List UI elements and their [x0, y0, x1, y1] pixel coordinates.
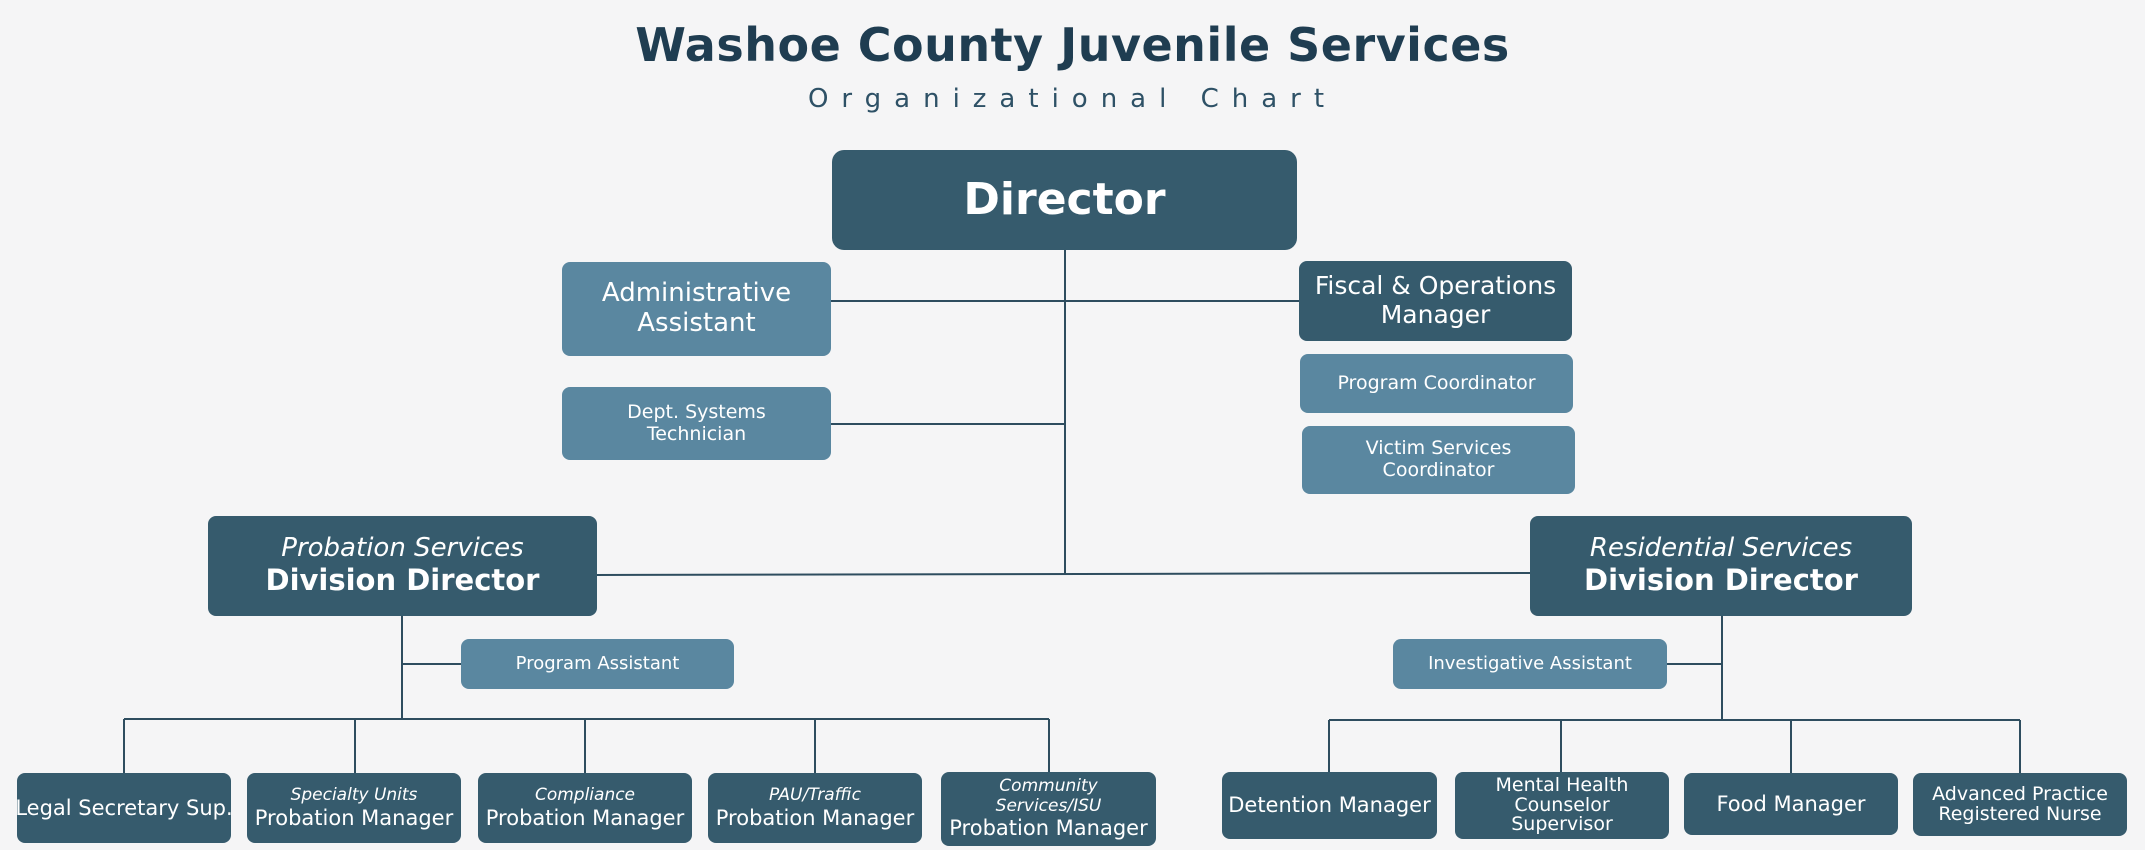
program-assistant-box: Program Assistant: [461, 639, 734, 689]
program-coordinator-label: Program Coordinator: [1337, 371, 1536, 394]
investigative-assistant-label: Investigative Assistant: [1428, 652, 1632, 674]
director-box: Director: [832, 150, 1297, 250]
pau-traffic-probation-manager-box: PAU/Traffic Probation Manager: [708, 773, 922, 843]
pau-traffic-role: Probation Manager: [715, 805, 915, 830]
dept-systems-technician-box: Dept. Systems Technician: [562, 387, 831, 460]
specialty-units-probation-manager-box: Specialty Units Probation Manager: [247, 773, 461, 843]
community-services-probation-manager-box: Community Services/ISU Probation Manager: [941, 772, 1156, 846]
fiscal-operations-manager-box: Fiscal & Operations Manager: [1299, 261, 1572, 341]
food-manager-box: Food Manager: [1684, 773, 1898, 835]
admin-assistant-box: Administrative Assistant: [562, 262, 831, 356]
victim-services-coordinator-box: Victim Services Coordinator: [1302, 426, 1575, 494]
residential-division-director-box: Residential Services Division Director: [1530, 516, 1912, 616]
compliance-label: Compliance: [534, 785, 636, 806]
legal-secretary-sup-label: Legal Secretary Sup.: [15, 795, 233, 820]
specialty-units-label: Specialty Units: [290, 785, 418, 806]
victim-services-coordinator-label: Victim Services Coordinator: [1365, 437, 1512, 481]
residential-division-role: Division Director: [1584, 563, 1858, 598]
residential-division-unit: Residential Services: [1589, 533, 1853, 564]
pau-traffic-label: PAU/Traffic: [768, 785, 861, 806]
compliance-probation-manager-box: Compliance Probation Manager: [478, 773, 692, 843]
chart-subtitle: Organizational Chart: [807, 84, 1338, 114]
program-assistant-label: Program Assistant: [515, 652, 680, 674]
mental-health-counselor-supervisor-label: Mental Health Counselor Supervisor: [1495, 773, 1629, 836]
dept-systems-technician-label: Dept. Systems Technician: [627, 400, 766, 445]
program-coordinator-box: Program Coordinator: [1300, 354, 1573, 413]
probation-division-role: Division Director: [265, 563, 540, 598]
detention-manager-box: Detention Manager: [1222, 772, 1437, 839]
legal-secretary-sup-box: Legal Secretary Sup.: [15, 773, 233, 843]
probation-division-director-box: Probation Services Division Director: [208, 516, 597, 616]
investigative-assistant-box: Investigative Assistant: [1393, 639, 1667, 689]
mental-health-counselor-supervisor-box: Mental Health Counselor Supervisor: [1455, 772, 1669, 839]
director-label: Director: [963, 173, 1166, 225]
admin-assistant-label: Administrative Assistant: [601, 278, 792, 338]
detention-manager-label: Detention Manager: [1228, 793, 1431, 818]
compliance-role: Probation Manager: [485, 805, 685, 830]
specialty-units-role: Probation Manager: [254, 805, 454, 830]
community-services-role: Probation Manager: [949, 816, 1148, 841]
probation-division-unit: Probation Services: [281, 533, 524, 564]
food-manager-label: Food Manager: [1716, 791, 1866, 816]
fiscal-operations-manager-label: Fiscal & Operations Manager: [1314, 271, 1557, 329]
community-services-label: Community Services/ISU: [995, 776, 1102, 816]
advanced-practice-registered-nurse-box: Advanced Practice Registered Nurse: [1913, 773, 2127, 836]
advanced-practice-registered-nurse-label: Advanced Practice Registered Nurse: [1932, 782, 2108, 825]
chart-title: Washoe County Juvenile Services: [635, 18, 1510, 72]
